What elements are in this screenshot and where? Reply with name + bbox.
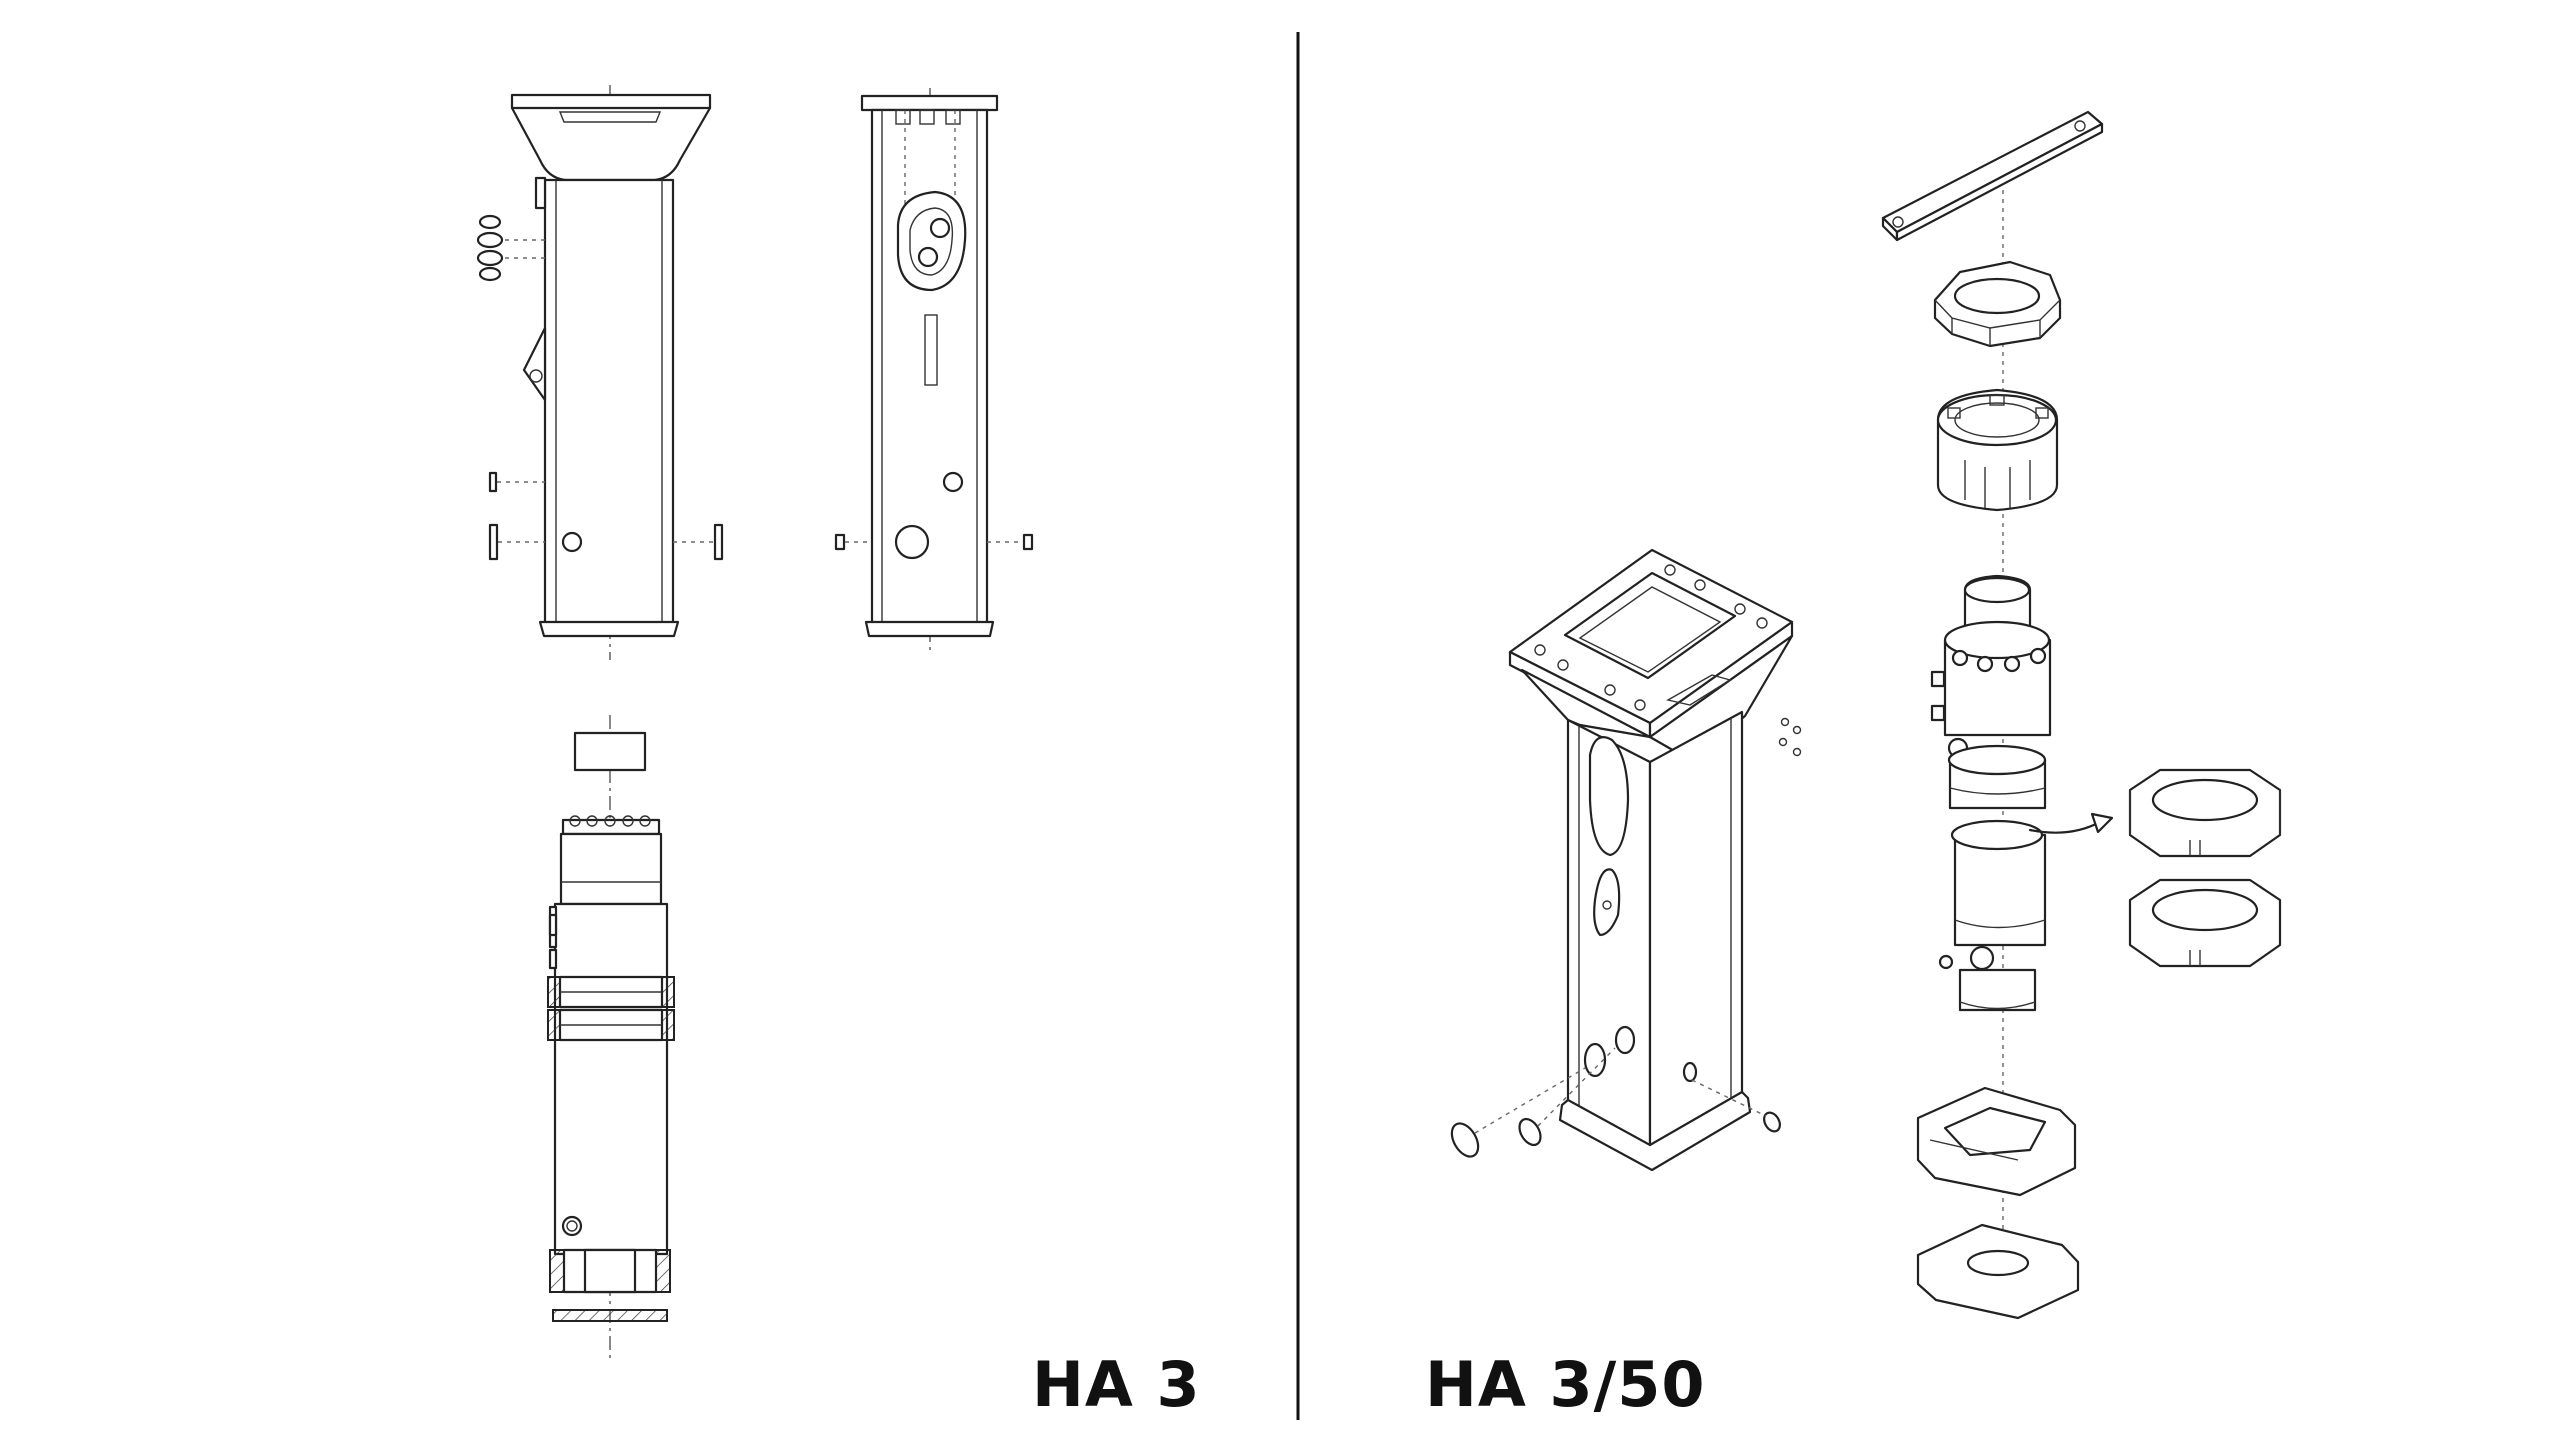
bushing-square: [1916, 1086, 2077, 1197]
model-label-ha3: HA 3: [1032, 1348, 1201, 1421]
hammer-cylinder: [1930, 574, 2114, 1012]
side-view-housing: [834, 88, 1034, 655]
castle-ring: [1936, 388, 2059, 512]
split-ring-lower: [2128, 878, 2282, 968]
hammer-section-view: [547, 715, 675, 1362]
hose-fitting: [476, 214, 545, 282]
top-strap: [1881, 110, 2104, 242]
model-label-ha3-50: HA 3/50: [1425, 1348, 1706, 1421]
split-ring-upper: [2128, 768, 2282, 858]
lock-nut: [1933, 260, 2062, 348]
hammer-exploded-iso: [1881, 110, 2282, 1320]
mounting-bracket-iso: [1450, 548, 1802, 1172]
bushing-flat: [1916, 1223, 2080, 1320]
front-view-housing: [476, 85, 724, 660]
